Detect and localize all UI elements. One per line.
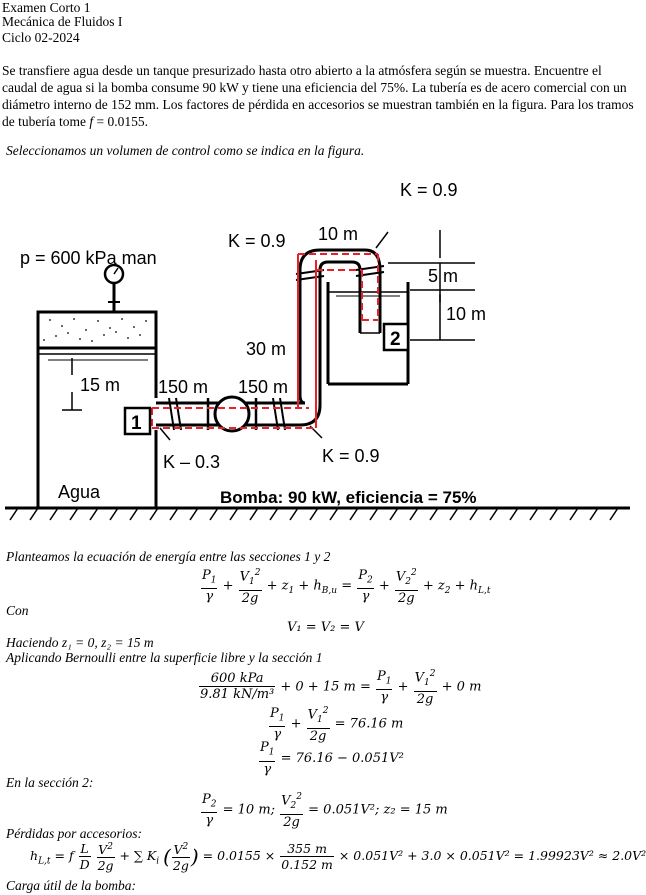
pump-head-text: Carga útil de la bomba: — [6, 878, 136, 893]
header-course-name: Mecánica de Fluidos I — [2, 14, 123, 29]
length-150a-label: 150 m — [158, 377, 208, 397]
pump-label: Bomba: 90 kW, eficiencia = 75% — [220, 488, 477, 507]
problem-text: Se transfiere agua desde un tanque presu… — [2, 63, 634, 129]
system-diagram: p = 600 kPa man K = 0.9 K = 0.9 10 m 5 m… — [5, 180, 630, 521]
length-30m-label: 30 m — [246, 339, 286, 359]
con-text: Con — [6, 603, 29, 618]
section2-eq-a: = 10 m; — [218, 802, 280, 818]
pressure-label: p = 600 kPa man — [20, 248, 157, 268]
section-2-box — [382, 322, 410, 352]
section2-eq-b: = 0.051V²; z₂ = 15 m — [304, 802, 448, 818]
losses-num: 355 m — [280, 841, 334, 858]
water-label: Agua — [58, 482, 101, 502]
solution-intro: Planteamos la ecuación de energía entre … — [6, 549, 331, 564]
bernoulli-result-1-value: = 76.16 m — [330, 716, 404, 732]
k-top-left-label: K = 0.9 — [228, 231, 286, 251]
section-1-label: 1 — [131, 413, 142, 434]
dimension-lines — [62, 230, 475, 411]
bernoulli-end: + 0 m — [437, 679, 482, 695]
k-entrance-label: K – 0.3 — [163, 452, 220, 472]
friction-value: = 0.0155. — [93, 114, 148, 129]
losses-tail: = 0.0155 × — [198, 848, 280, 864]
velocity-equality: V₁ = V₂ = V — [287, 620, 364, 635]
ground — [5, 506, 630, 521]
control-volume — [151, 253, 379, 429]
length-150b-label: 150 m — [238, 377, 288, 397]
pressure-gauge-icon — [103, 263, 125, 312]
bernoulli-result-2-value: = 76.16 − 0.051V² — [276, 750, 404, 766]
haciendo-text: Haciendo z₁ = 0, z₂ = 15 m — [6, 635, 154, 650]
section2-text: En la sección 2: — [6, 775, 94, 790]
bernoulli-den: 9.81 kN/m³ — [200, 687, 275, 703]
control-volume-text: Seleccionamos un volumen de control como… — [6, 143, 365, 158]
k-bottom-right-label: K = 0.9 — [322, 446, 380, 466]
friction-symbol: f — [89, 114, 94, 129]
header-cycle: Ciclo 02-2024 — [2, 30, 80, 45]
section-2-label: 2 — [390, 329, 401, 350]
pump-icon — [206, 395, 258, 433]
header-course-exam: Examen Corto 1 — [2, 0, 91, 15]
losses-den: 0.152 m — [281, 857, 333, 873]
bernoulli-text: Aplicando Bernoulli entre la superficie … — [6, 650, 323, 665]
bernoulli-num: 600 kPa — [199, 671, 276, 688]
bernoulli-mid: + 0 + 15 m = — [276, 679, 375, 695]
vertical-riser — [295, 269, 325, 439]
pressurized-tank — [36, 310, 158, 508]
height-15m-label: 15 m — [80, 375, 120, 395]
depth-5m-label: 5 m — [428, 266, 458, 286]
k-top-right-label: K = 0.9 — [400, 180, 458, 200]
problem-statement: Se transfiere agua desde un tanque presu… — [2, 62, 638, 130]
top-pipe — [298, 231, 389, 334]
losses-end: × 0.051V² + 3.0 × 0.051V² = 1.99923V² ≈ … — [334, 848, 646, 864]
losses-text: Pérdidas por accesorios: — [6, 826, 142, 841]
section-1-box — [123, 406, 152, 436]
height-10m-label: 10 m — [446, 304, 486, 324]
length-top-label: 10 m — [318, 224, 358, 244]
